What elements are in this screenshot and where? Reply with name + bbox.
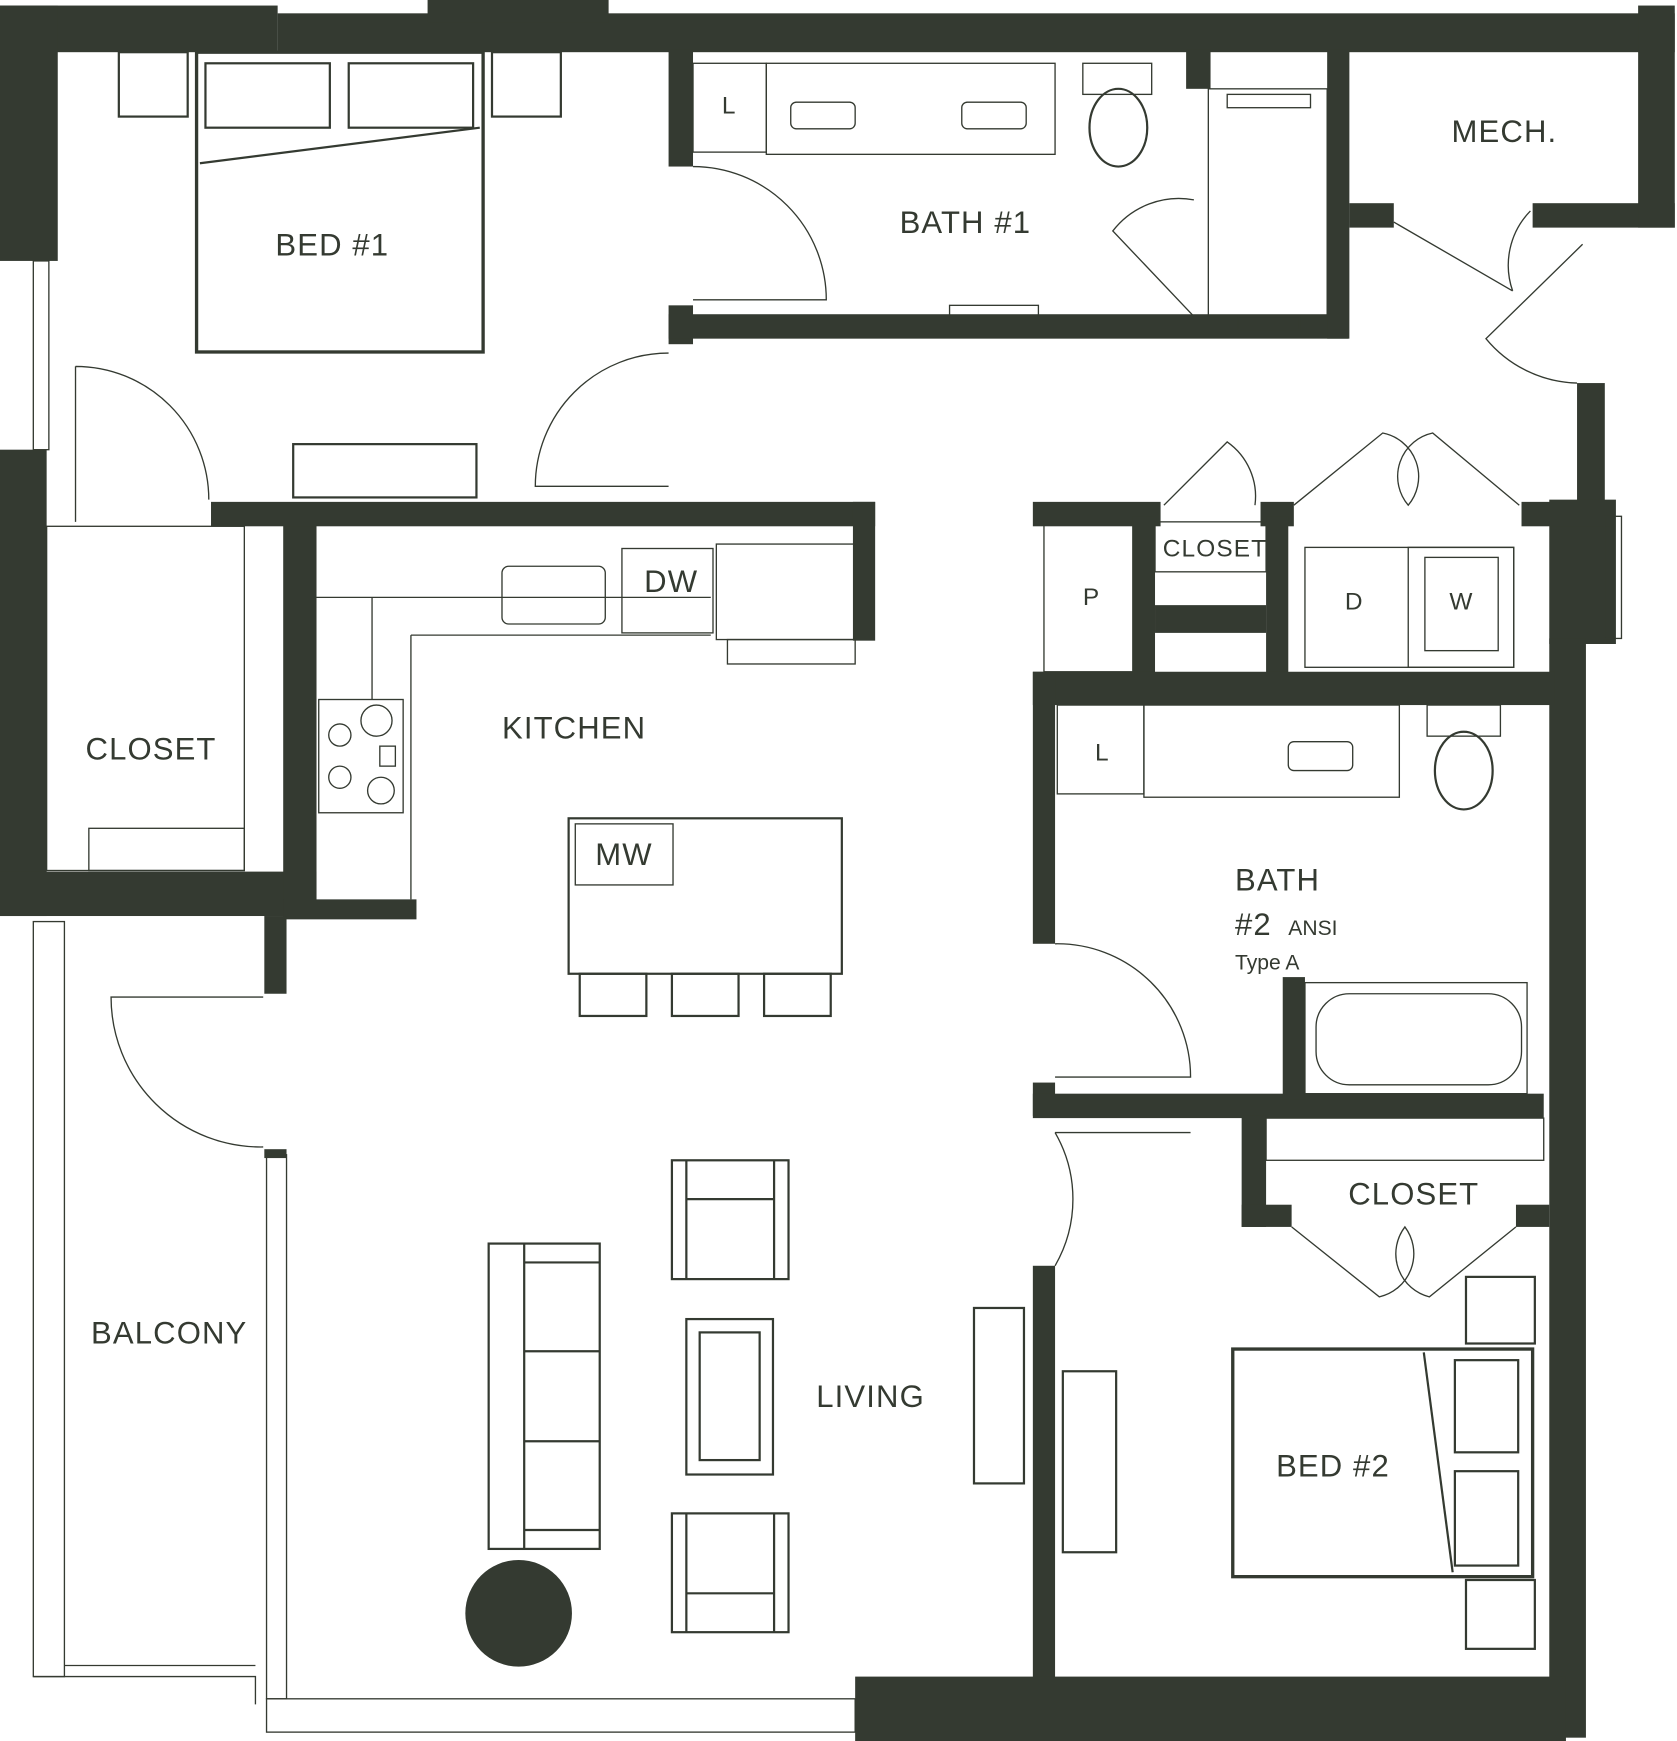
label-dishwasher: DW xyxy=(644,564,698,599)
windows xyxy=(32,260,1623,1733)
bed-2 xyxy=(1231,1347,1535,1579)
label-mech: MECH. xyxy=(1452,114,1558,149)
label-dryer: D xyxy=(1345,589,1364,616)
sofa xyxy=(487,1242,601,1551)
bed-1 xyxy=(194,50,485,354)
label-bath2-linen: L xyxy=(1095,740,1110,767)
doors xyxy=(74,165,1584,1298)
label-bath-1: BATH #1 xyxy=(900,205,1032,240)
label-closet-2: CLOSET xyxy=(1348,1177,1479,1212)
label-bath-2-number: #2 xyxy=(1235,907,1272,942)
label-bed-1: BED #1 xyxy=(275,227,389,262)
label-pantry: P xyxy=(1083,584,1100,611)
label-bed-2: BED #2 xyxy=(1276,1449,1390,1484)
label-closet-1: CLOSET xyxy=(86,731,217,766)
label-bath1-linen: L xyxy=(722,92,737,119)
label-microwave: MW xyxy=(595,837,652,872)
label-balcony: BALCONY xyxy=(91,1316,247,1351)
label-living: LIVING xyxy=(816,1379,925,1414)
toilet-1 xyxy=(1088,87,1149,168)
label-ansi: ANSI xyxy=(1288,917,1337,940)
room-labels: BED #1 BATH #1 L MECH. CLOSET KITCHEN DW… xyxy=(86,92,1558,1484)
label-laundry-closet: CLOSET xyxy=(1163,535,1267,562)
label-kitchen: KITCHEN xyxy=(502,710,646,745)
label-bath-2: BATH xyxy=(1235,862,1320,897)
label-washer: W xyxy=(1449,589,1473,616)
side-table xyxy=(465,1560,572,1667)
furniture xyxy=(45,50,1545,1667)
label-type-a: Type A xyxy=(1235,951,1300,974)
